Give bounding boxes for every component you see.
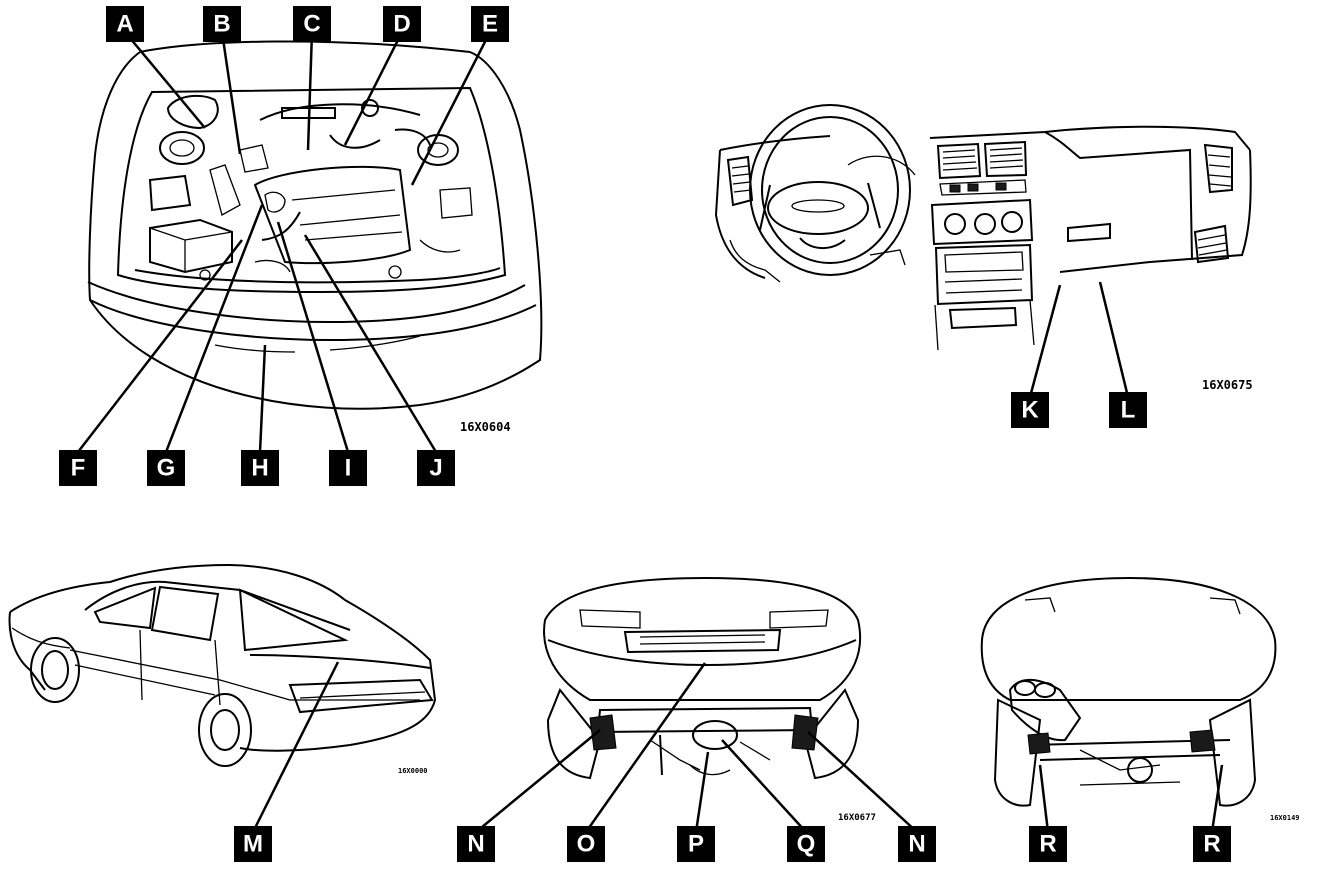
label-R-right: R (1193, 826, 1231, 862)
label-F: F (59, 450, 97, 486)
label-A: A (106, 6, 144, 42)
label-R-left-text: R (1039, 831, 1056, 858)
label-L: L (1109, 392, 1147, 428)
label-B: B (203, 6, 241, 42)
label-G-text: G (157, 455, 176, 482)
front-underside-illustration (543, 576, 862, 780)
dashboard-illustration (714, 104, 1252, 351)
dashboard-figure-code: 16X0675 (1202, 378, 1253, 392)
label-P-text: P (688, 831, 704, 858)
sedan-leader-lines (251, 661, 340, 833)
label-M-text: M (243, 831, 263, 858)
label-K-text: K (1021, 397, 1039, 424)
label-D-text: D (393, 11, 410, 38)
label-P: P (677, 826, 715, 862)
label-A-text: A (116, 11, 133, 38)
label-C-text: C (303, 11, 320, 38)
label-N-right: N (898, 826, 936, 862)
label-J: J (417, 450, 455, 486)
label-M: M (234, 826, 272, 862)
label-Q: Q (787, 826, 825, 862)
label-F-text: F (71, 455, 86, 482)
label-H-text: H (251, 455, 268, 482)
rear-underside-leader-lines (1038, 764, 1224, 833)
label-L-text: L (1121, 397, 1136, 424)
label-E-text: E (482, 11, 498, 38)
label-N-left: N (457, 826, 495, 862)
dashboard-leader-lines (1028, 281, 1130, 398)
label-D: D (383, 6, 421, 42)
rear-underside-figure-code: 16X0149 (1270, 814, 1300, 822)
label-I: I (329, 450, 367, 486)
label-O-text: O (577, 831, 596, 858)
label-O: O (567, 826, 605, 862)
label-K: K (1011, 392, 1049, 428)
engine-figure-code: 16X0604 (460, 420, 511, 434)
engine-leader-lines (77, 31, 492, 453)
engine-compartment-illustration (87, 40, 543, 410)
label-J-text: J (429, 455, 442, 482)
label-G: G (147, 450, 185, 486)
label-R-left: R (1029, 826, 1067, 862)
sedan-figure-code: 16X0000 (398, 767, 428, 775)
sedan-illustration (8, 563, 437, 767)
label-N-right-text: N (908, 831, 925, 858)
label-R-right-text: R (1203, 831, 1220, 858)
label-H: H (241, 450, 279, 486)
front-underside-leader-lines (475, 662, 918, 833)
front-underside-figure-code: 16X0677 (838, 813, 876, 823)
rear-underside-illustration (980, 576, 1277, 807)
label-N-left-text: N (467, 831, 484, 858)
label-B-text: B (213, 11, 230, 38)
label-Q-text: Q (797, 831, 816, 858)
label-E: E (471, 6, 509, 42)
label-C: C (293, 6, 331, 42)
label-I-text: I (345, 455, 352, 482)
